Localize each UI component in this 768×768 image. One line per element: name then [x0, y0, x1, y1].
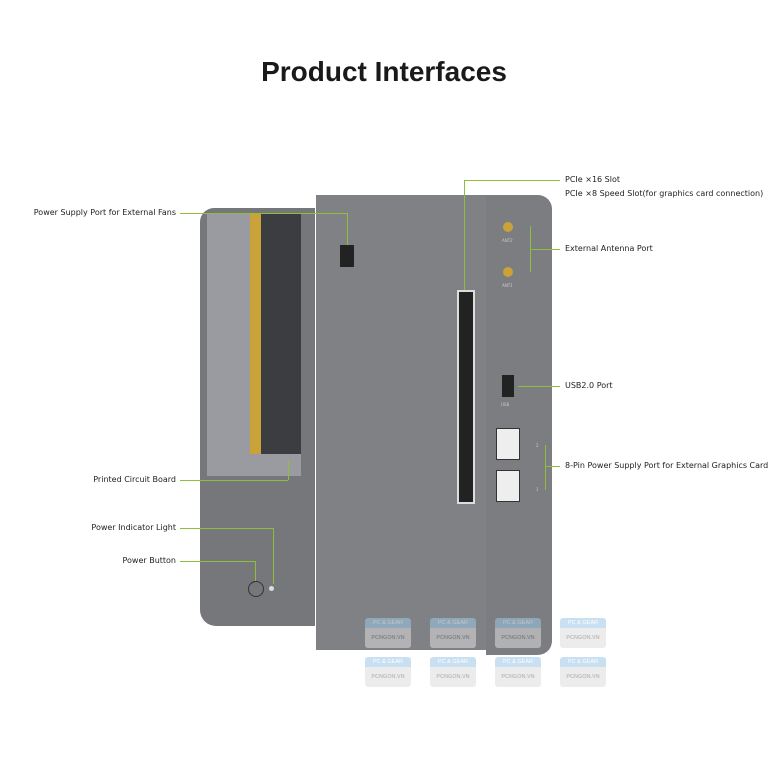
leader-fans-v [347, 213, 348, 245]
leader-pcb [180, 480, 288, 481]
leader-usb [518, 386, 560, 387]
leader-pcie [464, 180, 560, 181]
8pin-port-1 [496, 470, 520, 502]
port1-label: 1 [536, 487, 539, 492]
printed-circuit-board [250, 214, 301, 454]
watermark-bottom: PCNGON.VN [560, 667, 606, 687]
label-8pin: 8-Pin Power Supply Port for External Gra… [565, 461, 768, 470]
antenna-port-1 [503, 267, 513, 277]
watermark-bottom: PCNGON.VN [365, 667, 411, 687]
watermark-bottom: PCNGON.VN [430, 628, 476, 648]
watermark-top: PC & GEAR [495, 618, 541, 628]
antenna-port-2 [503, 222, 513, 232]
watermark-bottom: PCNGON.VN [430, 667, 476, 687]
watermark-top: PC & GEAR [365, 657, 411, 667]
pcie-slot [457, 290, 475, 504]
power-button[interactable] [248, 581, 264, 597]
leader-indicator [180, 528, 273, 529]
ant1-label: ANT1 [502, 283, 513, 288]
watermark-top: PC & GEAR [560, 618, 606, 628]
leader-8pin [545, 445, 546, 490]
watermark-top: PC & GEAR [495, 657, 541, 667]
watermark-top: PC & GEAR [430, 618, 476, 628]
leader-button [180, 561, 255, 562]
label-pcb: Printed Circuit Board [93, 475, 176, 484]
leader-fans [180, 213, 347, 214]
label-pcie-x8: PCIe ×8 Speed Slot(for graphics card con… [565, 189, 764, 198]
8pin-port-2 [496, 428, 520, 460]
watermark-top: PC & GEAR [560, 657, 606, 667]
watermark-bottom: PCNGON.VN [495, 667, 541, 687]
ant2-label: ANT2 [502, 238, 513, 243]
right-panel [486, 195, 552, 655]
fan-port [340, 245, 354, 267]
leader-pcie-v [464, 180, 465, 290]
label-indicator: Power Indicator Light [91, 523, 176, 532]
watermark-top: PC & GEAR [430, 657, 476, 667]
label-antenna: External Antenna Port [565, 244, 653, 253]
watermark-bottom: PCNGON.VN [365, 628, 411, 648]
label-usb: USB2.0 Port [565, 381, 613, 390]
page-title: Product Interfaces [261, 56, 507, 87]
usb-port [502, 375, 514, 397]
port2-label: 2 [536, 443, 539, 448]
watermark-top: PC & GEAR [365, 618, 411, 628]
power-indicator-light [269, 586, 274, 591]
leader-button-v [255, 561, 256, 581]
leader-8pin-h [545, 466, 560, 467]
label-power-button: Power Button [122, 556, 176, 565]
leader-indicator-v [273, 528, 274, 584]
label-fan-port: Power Supply Port for External Fans [33, 208, 176, 217]
watermark-bottom: PCNGON.VN [495, 628, 541, 648]
leader-antenna-h [530, 249, 560, 250]
watermark-bottom: PCNGON.VN [560, 628, 606, 648]
label-pcie-x16: PCIe ×16 Slot [565, 175, 620, 184]
usb-label: USB [501, 402, 510, 407]
leader-pcb-v [288, 460, 289, 480]
